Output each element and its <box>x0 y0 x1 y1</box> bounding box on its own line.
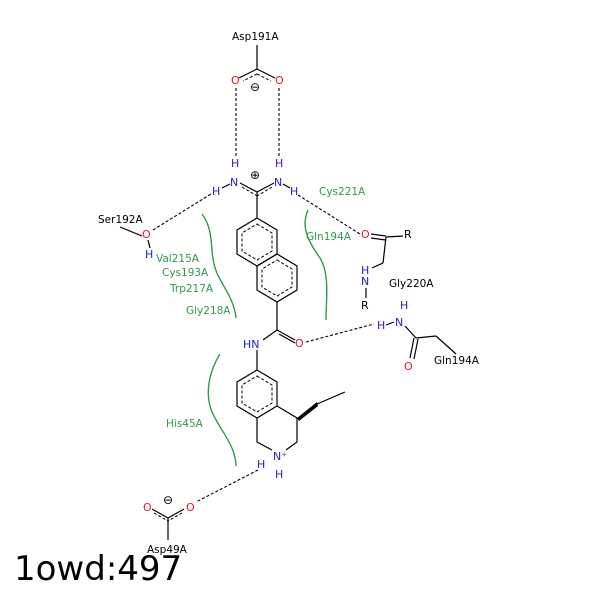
amide-co-bond-2 <box>278 333 296 344</box>
amide-linker: O HN <box>243 302 304 370</box>
gln194-top-label: Gln194A <box>306 231 352 243</box>
asp191-delocal-2 <box>256 73 272 82</box>
amidine-h2: H <box>275 157 283 170</box>
asp49-co-bond-1 <box>151 508 169 519</box>
amide-co-bond-1 <box>276 329 296 341</box>
amidine-bond-1 <box>239 182 258 193</box>
ring-nh-h2: H <box>275 468 283 481</box>
asp49-group: ⊖ O O Asp49A <box>143 493 195 556</box>
gly220-o: O <box>361 228 370 241</box>
amidine-n2: N <box>274 176 282 189</box>
trp217-label: Trp217A <box>169 283 214 295</box>
cys221-label: Cys221A <box>319 186 366 198</box>
ring-c-aromatic <box>241 375 273 413</box>
gln194-bottom-label: Gln194A <box>434 355 480 367</box>
asp49-delocal-2 <box>167 512 183 522</box>
amidine-delocal-2 <box>256 186 273 197</box>
hbond-ser192 <box>152 193 212 231</box>
gly220-h: H <box>361 264 369 277</box>
page-title: 1owd:497 <box>14 549 183 589</box>
ring-a <box>236 217 278 267</box>
gln194-cc-bond <box>415 335 437 339</box>
cys193-label: Cys193A <box>162 267 209 279</box>
ser192-bond <box>119 226 143 237</box>
asp49-label: Asp49A <box>147 544 188 556</box>
asp191-minus-charge: ⊖ <box>250 80 260 94</box>
gly220-group: O R H N R Gly220A <box>361 228 434 312</box>
asp49-minus-charge: ⊖ <box>163 493 173 507</box>
hbond-gly220-o <box>297 194 361 235</box>
val215-label: Val215A <box>156 253 200 265</box>
gly220-cr-bond <box>385 235 404 238</box>
gln194-nc-bond <box>404 325 417 339</box>
ring-d-bonds-left <box>256 418 273 451</box>
amidine-h1: H <box>231 157 239 170</box>
amide-nh: HN <box>243 338 260 351</box>
contact-arc-val215 <box>201 213 237 319</box>
gln194-o: O <box>404 360 413 373</box>
gln194-co-bond-2 <box>413 338 419 360</box>
ring-c <box>236 369 278 419</box>
amidine-bond-2 <box>256 182 275 193</box>
his45-label: His45A <box>166 418 204 430</box>
ring-nplus: N⁺ <box>273 450 287 463</box>
gly220-r1: R <box>404 228 412 241</box>
ser192-group: Ser192A O H <box>98 214 153 261</box>
asp191-bond-co2 <box>256 68 276 79</box>
contact-arc-his45 <box>207 353 237 467</box>
ring-a-aromatic <box>241 223 273 261</box>
ring-nh-h1: H <box>257 458 265 471</box>
amidine-nh-bond-2 <box>282 183 291 189</box>
gln194-nh-bond-1 <box>385 321 395 326</box>
asp191-o2: O <box>275 74 284 87</box>
amidine-nh-bond-1 <box>221 183 231 189</box>
ethyl-wedge <box>297 402 318 421</box>
gln194-h1: H <box>377 319 385 332</box>
amidine-delocal-1 <box>241 186 258 197</box>
asp191-label: Asp191A <box>232 31 279 43</box>
gly220-n: N <box>361 275 369 288</box>
contact-arc-gln194 <box>304 209 328 321</box>
ring-b-aromatic <box>261 259 293 297</box>
amidine-plus-charge: ⊕ <box>250 168 260 182</box>
gly218-label: Gly218A <box>186 305 231 317</box>
asp49-delocal-1 <box>153 512 169 522</box>
gln194-co-bond-1 <box>409 337 415 359</box>
asp49-o1: O <box>143 501 152 514</box>
gln194-cc2-bond <box>435 335 457 355</box>
ser192-oh-bond <box>147 239 151 249</box>
gly220-ca-bond <box>382 236 387 264</box>
gln194-bottom-group: H N H O Gln194A <box>377 299 480 373</box>
naphthalene-ring <box>236 217 298 303</box>
ethyl-bond <box>316 391 346 405</box>
gly220-r2: R <box>361 299 369 312</box>
ser192-label: Ser192A <box>98 214 143 226</box>
asp191-o1: O <box>231 74 240 87</box>
amidine-h3: H <box>212 185 220 198</box>
gln194-h2: H <box>400 299 408 312</box>
asp49-co-bond-2 <box>167 508 185 519</box>
gly220-label: Gly220A <box>389 278 434 290</box>
ring-d-bonds-right <box>276 405 298 451</box>
asp49-o2: O <box>186 501 195 514</box>
gln194-n: N <box>395 316 403 329</box>
gly220-co-bond-2 <box>370 237 387 241</box>
gly220-co-bond-1 <box>370 233 387 237</box>
gly220-cn-bond <box>371 262 384 269</box>
hbond-asp49 <box>195 469 259 503</box>
amide-o: O <box>295 337 304 350</box>
isoquinoline-ring: N⁺ H H <box>236 369 346 481</box>
amidinium-group: H H N N ⊕ H H <box>212 157 298 218</box>
ring-b <box>256 253 298 303</box>
asp191-group: Asp191A O O ⊖ <box>231 31 284 94</box>
amidine-h4: H <box>290 185 298 198</box>
asp191-bond-co1 <box>238 68 258 79</box>
amide-cn-bond <box>262 329 278 341</box>
ser192-h: H <box>145 248 153 261</box>
asp191-delocal-1 <box>242 73 258 82</box>
ser192-o: O <box>142 228 151 241</box>
hbond-gln194-bottom <box>305 323 375 343</box>
amidine-n1: N <box>230 176 238 189</box>
